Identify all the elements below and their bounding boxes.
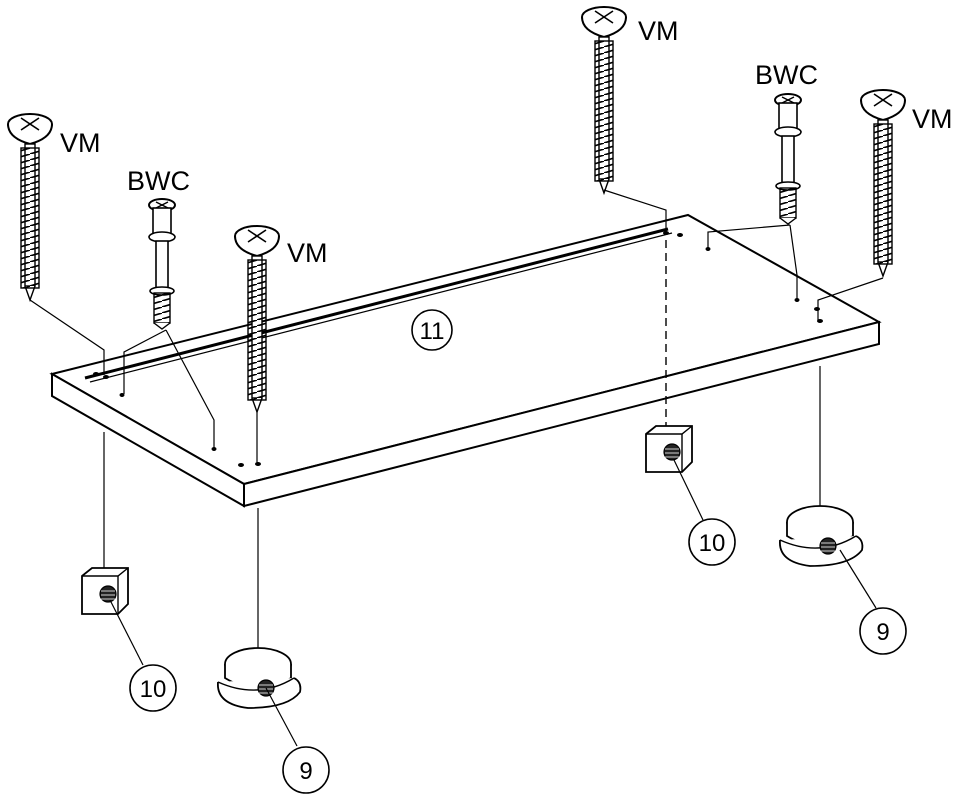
label-vm-left: VM <box>60 128 101 158</box>
foot-left <box>216 508 302 747</box>
svg-text:10: 10 <box>699 530 726 557</box>
bolt-bwc-left <box>123 198 215 448</box>
screw-vm-middle <box>234 225 280 463</box>
screw-vm-left <box>7 113 105 375</box>
svg-text:10: 10 <box>140 676 167 703</box>
label-bwc-left: BWC <box>127 166 190 196</box>
svg-text:9: 9 <box>299 758 312 785</box>
label-bwc-right: BWC <box>755 60 818 90</box>
screw-vm-right <box>817 89 906 320</box>
label-vm-right: VM <box>912 104 953 134</box>
foot-right <box>778 366 877 609</box>
block-right <box>645 240 704 521</box>
callout-foot-left: 9 <box>282 746 330 794</box>
label-vm-back: VM <box>638 16 679 46</box>
callout-foot-right: 9 <box>859 607 907 655</box>
svg-text:11: 11 <box>420 318 445 345</box>
screw-vm-back <box>581 6 667 232</box>
callout-board: 11 <box>411 309 453 351</box>
board-panel <box>49 213 882 508</box>
label-vm-middle: VM <box>287 238 328 268</box>
bolt-bwc-right <box>707 93 802 299</box>
block-left <box>81 432 144 666</box>
callout-block-right: 10 <box>688 518 736 566</box>
svg-text:9: 9 <box>876 619 889 646</box>
callout-block-left: 10 <box>129 664 177 712</box>
